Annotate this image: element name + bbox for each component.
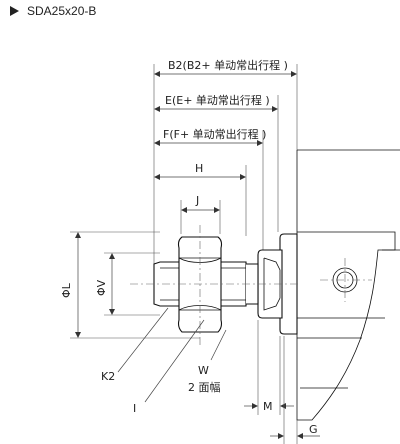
label-m: M [263,400,273,413]
label-i: I [133,402,136,415]
diagram-title: SDA25x20-B [27,4,96,18]
label-j: J [195,194,199,207]
label-b2: B2(B2+ 单动常出行程 ) [168,58,288,72]
cylinder-body [296,149,400,421]
label-f: F(F+ 单动常出行程 ) [163,127,266,141]
label-phil: ΦL [60,282,73,298]
label-w: W [198,364,209,377]
label-e: E(E+ 单动常出行程 ) [165,93,270,107]
label-w-note: 2 面幅 [188,381,221,394]
title-bullet-icon [10,6,19,16]
label-phiv: ΦV [95,279,108,296]
leader-w [210,329,227,361]
leader-i [144,319,205,403]
label-g: G [309,423,318,436]
label-h: H [195,162,203,175]
leader-k2 [117,307,169,373]
label-k2: K2 [101,370,115,383]
